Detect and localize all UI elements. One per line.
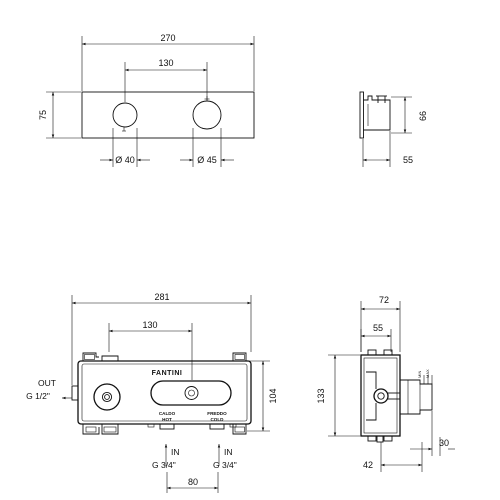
- dim-side-offset-42: 42: [363, 442, 423, 472]
- dim-side-offset-42-label: 42: [363, 460, 373, 470]
- top-front-view: 270 130 75 Ø 40 Ø: [38, 33, 255, 167]
- dim-side-offset-30: 30: [410, 411, 455, 456]
- dim-side-total-height-label: 133: [316, 388, 326, 403]
- dim-side-total-height: 133: [316, 354, 360, 437]
- cold-inlet-stub: [209, 423, 225, 430]
- hot-inlet-callout: IN G 3/4": [152, 444, 180, 470]
- bracket-top-left-inner: [101, 355, 119, 361]
- top-side-view: 66 55: [359, 91, 428, 167]
- cold-inlet-callout: IN G 3/4": [213, 444, 237, 470]
- side-hub: [373, 388, 389, 404]
- depth-adjust-block: [400, 379, 433, 415]
- brand-label: FANTINI: [152, 370, 183, 377]
- hot-label-en: HOT: [162, 417, 172, 422]
- hot-inlet-thread: G 3/4": [152, 460, 176, 470]
- dim-right-knob-diameter: Ø 45: [180, 128, 234, 167]
- dim-bottom-overall-width: 281: [71, 292, 252, 385]
- bracket-bottom-left: [82, 424, 100, 435]
- dim-right-knob-diameter-label: Ø 45: [197, 155, 217, 165]
- cold-inlet-label: IN: [224, 447, 233, 457]
- bottom-left-cartridge: [93, 383, 121, 411]
- cold-inlet-thread: G 3/4": [213, 460, 237, 470]
- hot-inlet-label: IN: [171, 447, 180, 457]
- dim-bottom-height: 104: [247, 360, 278, 432]
- bracket-top-left: [82, 352, 99, 361]
- top-left-knob: [112, 102, 138, 132]
- dim-bottom-port-spacing-label: 80: [188, 477, 198, 487]
- dim-side-depth-2: 55: [360, 323, 392, 352]
- dim-top-overall-width-label: 270: [160, 33, 175, 43]
- top-right-knob: [192, 96, 222, 130]
- max-label: MAX: [425, 369, 430, 378]
- bracket-bottom-right: [232, 424, 247, 435]
- cold-label-en: COLD: [210, 417, 224, 422]
- thermostatic-housing: [150, 380, 232, 406]
- min-label: MIN: [417, 371, 422, 378]
- side-body: [363, 95, 391, 131]
- dim-side-offset-30-label: 30: [439, 438, 449, 448]
- bottom-front-view: FANTINI CALDO HOT FREDDO COLD OUT G 1/2"…: [26, 292, 278, 493]
- dim-top-height-label: 75: [38, 110, 48, 120]
- side-housing: [360, 354, 401, 437]
- outlet-thread: G 1/2": [26, 391, 50, 401]
- dim-bottom-overall-width-label: 281: [154, 292, 169, 302]
- dim-top-overall-width: 270: [81, 33, 255, 91]
- side-plate: [359, 91, 364, 139]
- dim-bottom-port-spacing: 80: [166, 472, 219, 493]
- hot-inlet-stub: [159, 423, 175, 430]
- bracket-bottom-left-inner: [101, 424, 119, 435]
- dim-side-overall-depth-label: 72: [379, 295, 389, 305]
- dim-bottom-height-label: 104: [268, 388, 278, 403]
- dim-side-height: 66: [391, 96, 428, 134]
- dim-top-center-distance: 130: [124, 58, 208, 102]
- top-plate: [81, 91, 255, 139]
- dim-left-knob-diameter: Ø 40: [100, 128, 150, 167]
- dim-side-height-label: 66: [418, 111, 428, 121]
- bottom-side-view: MIN MAX 72 55 133: [316, 295, 455, 472]
- cold-label-it: FREDDO: [207, 411, 227, 416]
- dim-top-center-distance-label: 130: [158, 58, 173, 68]
- dim-side-depth-label: 55: [403, 155, 413, 165]
- bracket-top-right: [232, 352, 247, 361]
- outlet-callout: OUT G 1/2": [26, 378, 72, 401]
- dim-left-knob-diameter-label: Ø 40: [115, 155, 135, 165]
- dim-bottom-center-distance-label: 130: [142, 320, 157, 330]
- dim-bottom-center-distance: 130: [108, 320, 193, 380]
- outlet-stub: [71, 385, 79, 401]
- dim-top-height: 75: [38, 91, 81, 139]
- outlet-label: OUT: [38, 378, 56, 388]
- dim-side-depth-2-label: 55: [373, 323, 383, 333]
- dim-side-depth: 55: [362, 131, 413, 167]
- hot-label-it: CALDO: [159, 411, 176, 416]
